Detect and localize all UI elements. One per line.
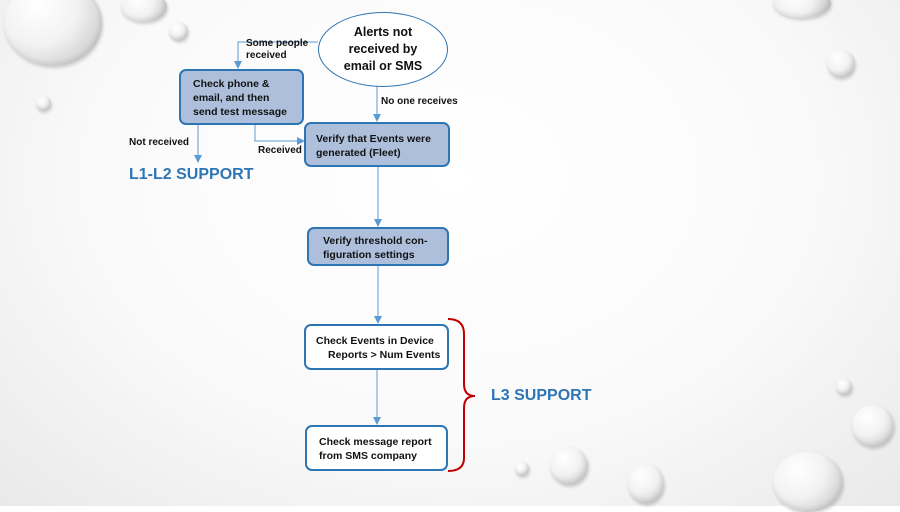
node-text-line: email, and then — [193, 92, 270, 104]
water-drop — [36, 96, 51, 111]
node-check-phone-email: Check phone & email, and then send test … — [179, 69, 304, 125]
edge-label-received: Received — [258, 145, 302, 156]
l3-bracket — [447, 318, 476, 472]
group-label-l3-support: L3 SUPPORT — [491, 387, 592, 404]
water-drop — [827, 50, 855, 78]
node-text-line: send test message — [193, 106, 287, 118]
node-verify-threshold: Verify threshold con- figuration setting… — [307, 227, 449, 266]
water-drop — [836, 379, 852, 395]
start-oval-alerts-not-received: Alerts not received by email or SMS — [318, 12, 448, 87]
edge-label-line: received — [246, 50, 287, 61]
node-text-line: Check message report — [319, 436, 432, 448]
water-drop — [4, 0, 102, 66]
water-drop — [121, 0, 167, 22]
node-text-line: Alerts not — [353, 25, 413, 39]
edge-label-some-people: Some people received — [246, 38, 308, 62]
node-check-events-device-reports: Check Events in Device Reports > Num Eve… — [304, 324, 449, 370]
node-text-line: Reports > Num Events — [328, 349, 441, 361]
node-text-line: email or SMS — [343, 59, 423, 73]
node-text-line: Verify that Events were — [316, 133, 431, 145]
edge-label-line: Some people — [246, 38, 309, 49]
water-drop — [550, 447, 588, 485]
edge-received — [254, 124, 305, 145]
node-text-line: received by — [348, 42, 418, 56]
node-text-line: from SMS company — [319, 450, 418, 462]
edge-some-people — [234, 41, 318, 69]
water-drop — [628, 464, 664, 504]
water-drop — [773, 0, 831, 18]
water-drop — [169, 22, 188, 41]
edge-label-not-received: Not received — [129, 137, 190, 148]
node-text-line: Verify threshold con- — [323, 235, 428, 247]
edge-label-no-one: No one receives — [381, 96, 458, 107]
node-check-message-report: Check message report from SMS company — [305, 425, 448, 471]
node-verify-events-generated: Verify that Events were generated (Fleet… — [304, 122, 450, 167]
water-drop — [852, 405, 894, 447]
group-label-l1-l2-support: L1-L2 SUPPORT — [129, 166, 254, 183]
water-drop — [773, 452, 843, 512]
node-text-line: Check phone & — [193, 78, 270, 90]
node-text-line: figuration settings — [323, 249, 415, 261]
water-drop — [515, 462, 529, 476]
node-text-line: generated (Fleet) — [316, 147, 401, 159]
node-text-line: Check Events in Device — [316, 335, 434, 347]
